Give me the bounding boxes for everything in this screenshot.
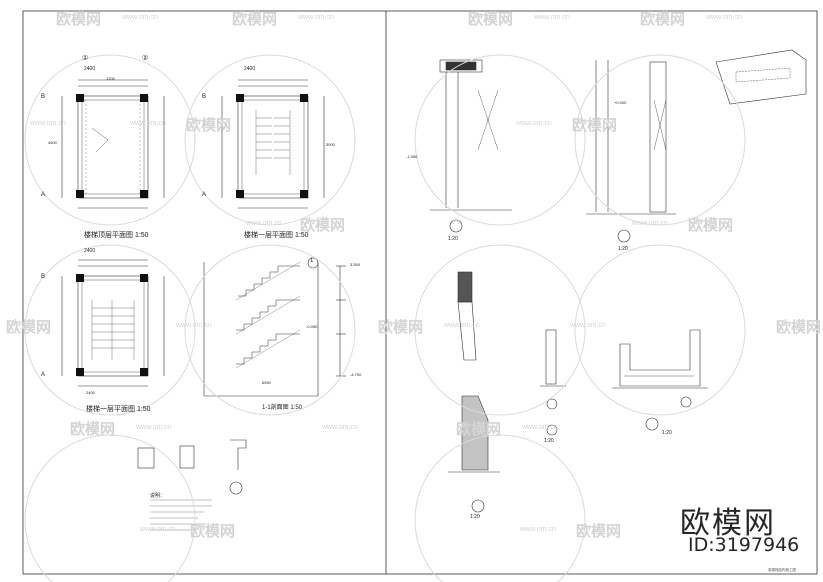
- detail-slab-5: [612, 329, 708, 431]
- dim-depth-mid: 3000: [326, 142, 335, 147]
- dim-width-ground-bottom: 2400: [86, 390, 95, 395]
- dim-bay-top: 1200: [106, 76, 115, 81]
- notes-heading: 说明：: [150, 493, 166, 499]
- sheet-footer-note: 某楼梯结构施工图: [768, 568, 796, 572]
- plan-mid: [221, 79, 325, 209]
- plan-ground-title: 楼梯一层平面图 1:50: [86, 406, 151, 413]
- brand-logo-text: 欧模网: [680, 506, 776, 541]
- plan-ground-columns: [76, 274, 148, 376]
- detail-wall-4: [540, 329, 566, 436]
- axis-2-top: ②: [142, 55, 149, 62]
- dim-depth-left: 4500: [48, 140, 57, 145]
- section-marker-circle: [307, 257, 319, 269]
- plan-ground: [61, 259, 165, 387]
- section-marker-number: 1: [310, 258, 314, 264]
- elev-top: 3.550: [350, 262, 361, 267]
- dim-width-mid: 2400: [244, 66, 256, 72]
- elev-mid: -0.050: [306, 324, 318, 329]
- detail-beam-2: [586, 60, 676, 243]
- axis-a-mid: A: [202, 192, 207, 198]
- rebar-details: [137, 439, 247, 495]
- section-title: 1-1剖面图 1:50: [262, 405, 303, 411]
- elev-bottom: -4.700: [350, 372, 362, 377]
- watermark-rings: [24, 54, 746, 582]
- plan-mid-columns: [236, 94, 308, 198]
- detail-5-scale: 1:20: [662, 430, 672, 436]
- detail-1-scale: 1:20: [448, 236, 458, 242]
- axis-b-left: B: [41, 94, 46, 100]
- plan-roof-columns: [76, 94, 148, 198]
- detail-beam-1: [430, 59, 512, 233]
- axis-1-top: ①: [82, 55, 89, 62]
- axis-b-ground: B: [41, 274, 46, 280]
- model-id: ID:3197946: [688, 534, 800, 556]
- detail-4-scale: 1:20: [544, 438, 554, 444]
- stair-section: [203, 261, 346, 397]
- plan-roof: [61, 79, 165, 209]
- key-plan: [715, 49, 807, 105]
- dim-width-top: 2400: [84, 66, 96, 72]
- dim-section-length: 6550: [262, 380, 271, 385]
- sheet-border: [22, 10, 818, 575]
- detail-column-3: [448, 271, 500, 513]
- notes-block: [150, 499, 212, 531]
- elev-detail-2: +0.000: [614, 100, 627, 105]
- elev-detail-1: -1.550: [406, 154, 418, 159]
- axis-b-mid: B: [202, 94, 207, 100]
- detail-3-scale: 1:20: [470, 514, 480, 520]
- plan-roof-title: 楼梯顶层平面图 1:50: [84, 232, 149, 239]
- dim-width-ground: 2400: [84, 248, 96, 254]
- detail-2-scale: 1:20: [618, 246, 628, 252]
- axis-a-left: A: [41, 192, 46, 198]
- plan-mid-title: 楼梯一层平面图 1:50: [244, 232, 309, 239]
- axis-a-ground: A: [41, 372, 46, 378]
